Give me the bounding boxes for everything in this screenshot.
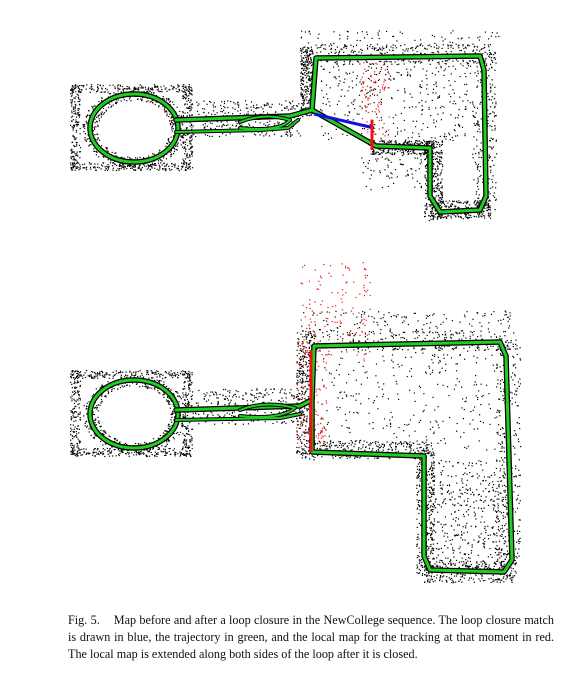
map-after-panel: [70, 262, 522, 584]
figure-caption: Fig. 5.Map before and after a loop closu…: [68, 612, 554, 663]
map-before-panel: [70, 30, 500, 222]
loop-closure-match-line: [313, 112, 375, 130]
figure-caption-text: Map before and after a loop closure in t…: [68, 613, 554, 661]
figure-label: Fig. 5.: [68, 613, 100, 627]
figure-panels: [70, 30, 522, 584]
trajectory-before: [87, 53, 489, 215]
trajectory-after: [87, 339, 515, 575]
